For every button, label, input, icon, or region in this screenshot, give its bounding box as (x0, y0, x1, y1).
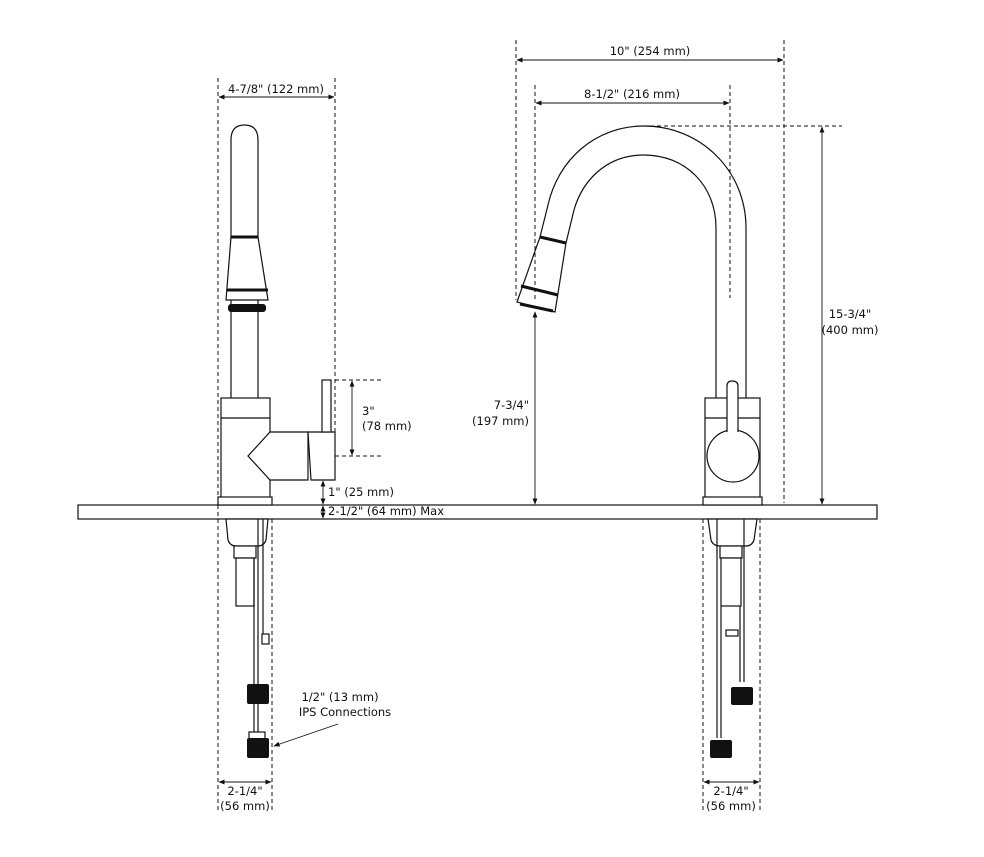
right-base-width-in: 2-1/4" (713, 784, 748, 798)
front-view-dimensions: 10" (254 mm) 8-1/2" (216 mm) 15-3/4" (40… (472, 40, 878, 813)
left-base-width-in: 2-1/4" (227, 784, 262, 798)
faucet-side-view (217, 124, 336, 758)
reach-spout-label: 8-1/2" (216 mm) (584, 87, 680, 101)
faucet-front-view (516, 125, 763, 758)
reach-total-label: 10" (254 mm) (610, 44, 691, 58)
side-width-label: 4-7/8" (122 mm) (228, 82, 324, 96)
left-base-width-mm: (56 mm) (220, 799, 270, 813)
lever-height-mm: (78 mm) (362, 419, 412, 433)
total-height-in: 15-3/4" (829, 307, 872, 321)
handle-clearance-label: 1" (25 mm) (328, 485, 394, 499)
ips-size-label: 1/2" (13 mm) (301, 690, 378, 704)
total-height-mm: (400 mm) (822, 323, 879, 337)
countertop (77, 504, 878, 520)
side-view-dimensions: 4-7/8" (122 mm) 3" (78 mm) 1" (25 mm) 2-… (217, 78, 444, 813)
spout-height-mm: (197 mm) (472, 414, 529, 428)
right-base-width-mm: (56 mm) (706, 799, 756, 813)
ips-connections-label: IPS Connections (299, 705, 391, 719)
deck-thickness-label: 2-1/2" (64 mm) Max (328, 504, 444, 518)
lever-height-in: 3" (362, 404, 375, 418)
spout-height-in: 7-3/4" (494, 398, 529, 412)
